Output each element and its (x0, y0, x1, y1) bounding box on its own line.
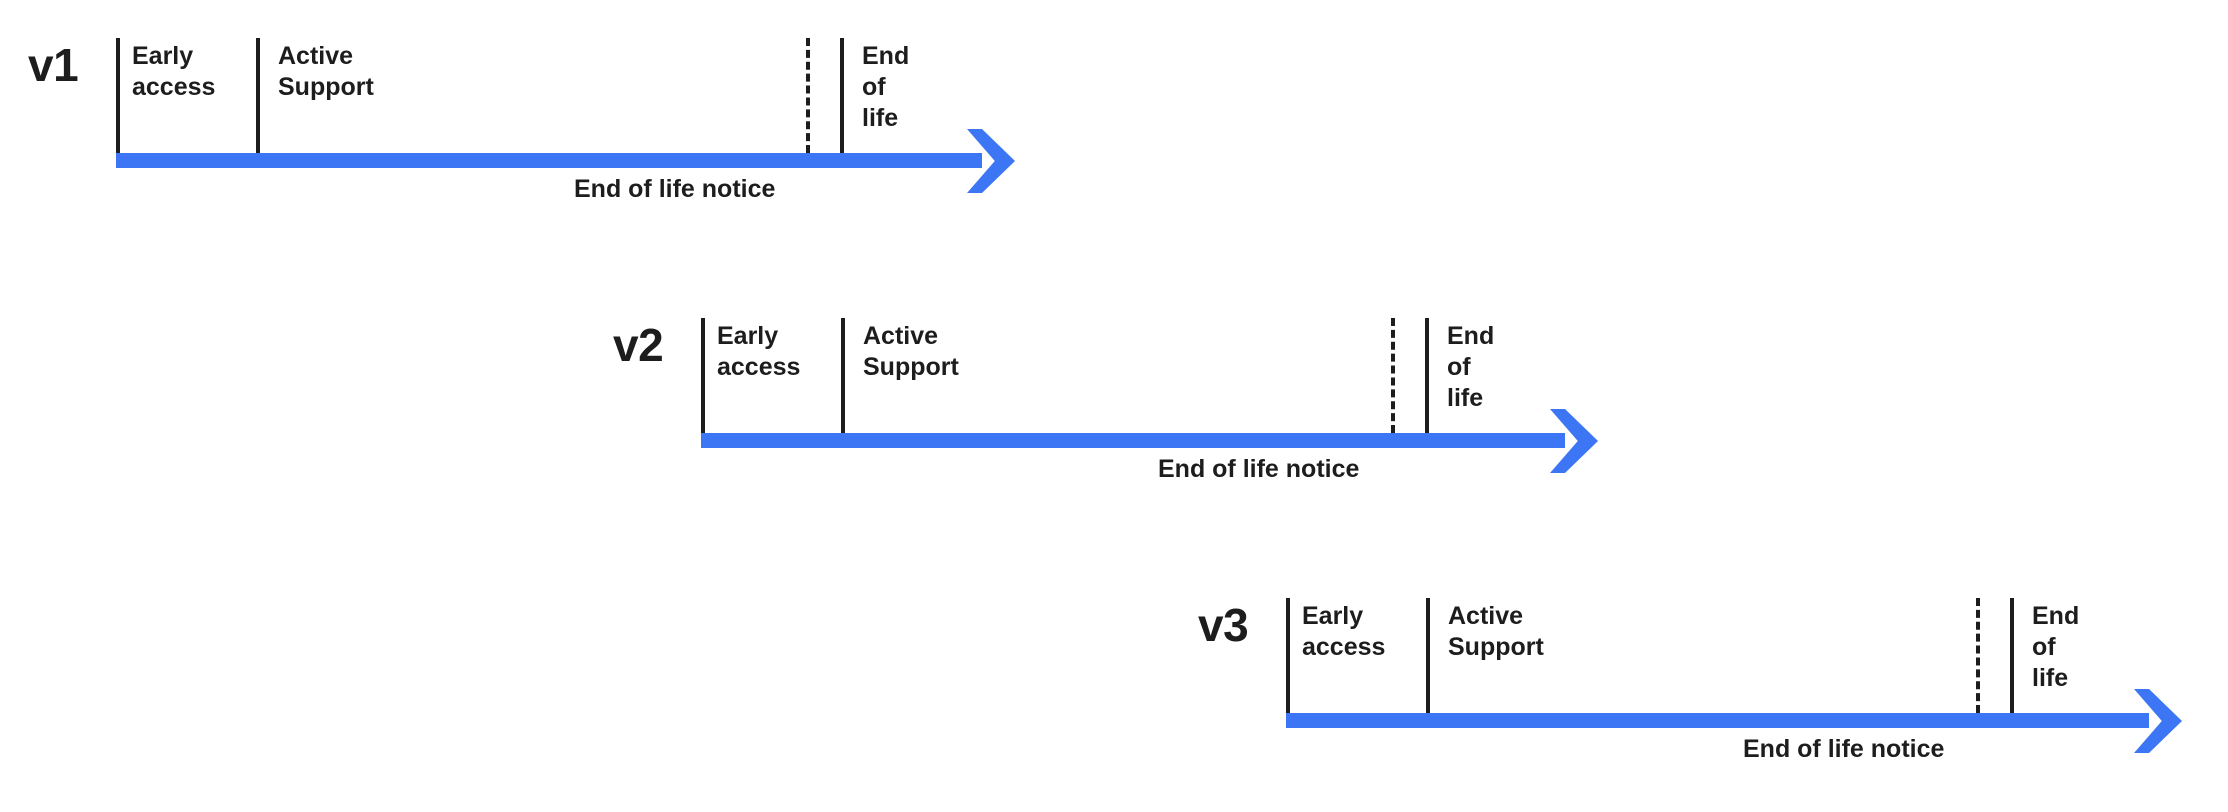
timeline-bar (1286, 713, 2149, 728)
phase-divider-line (116, 38, 120, 153)
phase-label: Active Support (1448, 602, 1544, 661)
timeline-arrowhead-icon (2124, 679, 2192, 763)
eol-notice-marker-line (806, 38, 810, 153)
phase-label: Early access (132, 42, 216, 101)
eol-notice-marker-line (1391, 318, 1395, 433)
timeline-arrowhead-icon (957, 119, 1025, 203)
eol-notice-marker-line (1976, 598, 1980, 713)
phase-divider-line (2010, 598, 2014, 713)
end-of-life-notice-label: End of life notice (1158, 455, 1360, 483)
phase-divider-line (1425, 318, 1429, 433)
phase-label: End of life (862, 42, 910, 132)
phase-divider-line (840, 38, 844, 153)
phase-divider-line (1426, 598, 1430, 713)
phase-divider-line (256, 38, 260, 153)
phase-label: End of life (1447, 322, 1495, 412)
phase-label: End of life (2032, 602, 2080, 692)
timeline-bar (701, 433, 1565, 448)
phase-label: Early access (1302, 602, 1386, 661)
timeline-bar (116, 153, 982, 168)
phase-label: Early access (717, 322, 801, 381)
version-label-v2: v2 (613, 319, 664, 371)
phase-divider-line (701, 318, 705, 433)
version-label-v3: v3 (1198, 599, 1249, 651)
phase-divider-line (841, 318, 845, 433)
phase-divider-line (1286, 598, 1290, 713)
phase-label: Active Support (863, 322, 959, 381)
end-of-life-notice-label: End of life notice (1743, 735, 1945, 763)
timeline-arrowhead-icon (1540, 399, 1608, 483)
phase-label: Active Support (278, 42, 374, 101)
version-label-v1: v1 (28, 39, 79, 91)
end-of-life-notice-label: End of life notice (574, 175, 776, 203)
